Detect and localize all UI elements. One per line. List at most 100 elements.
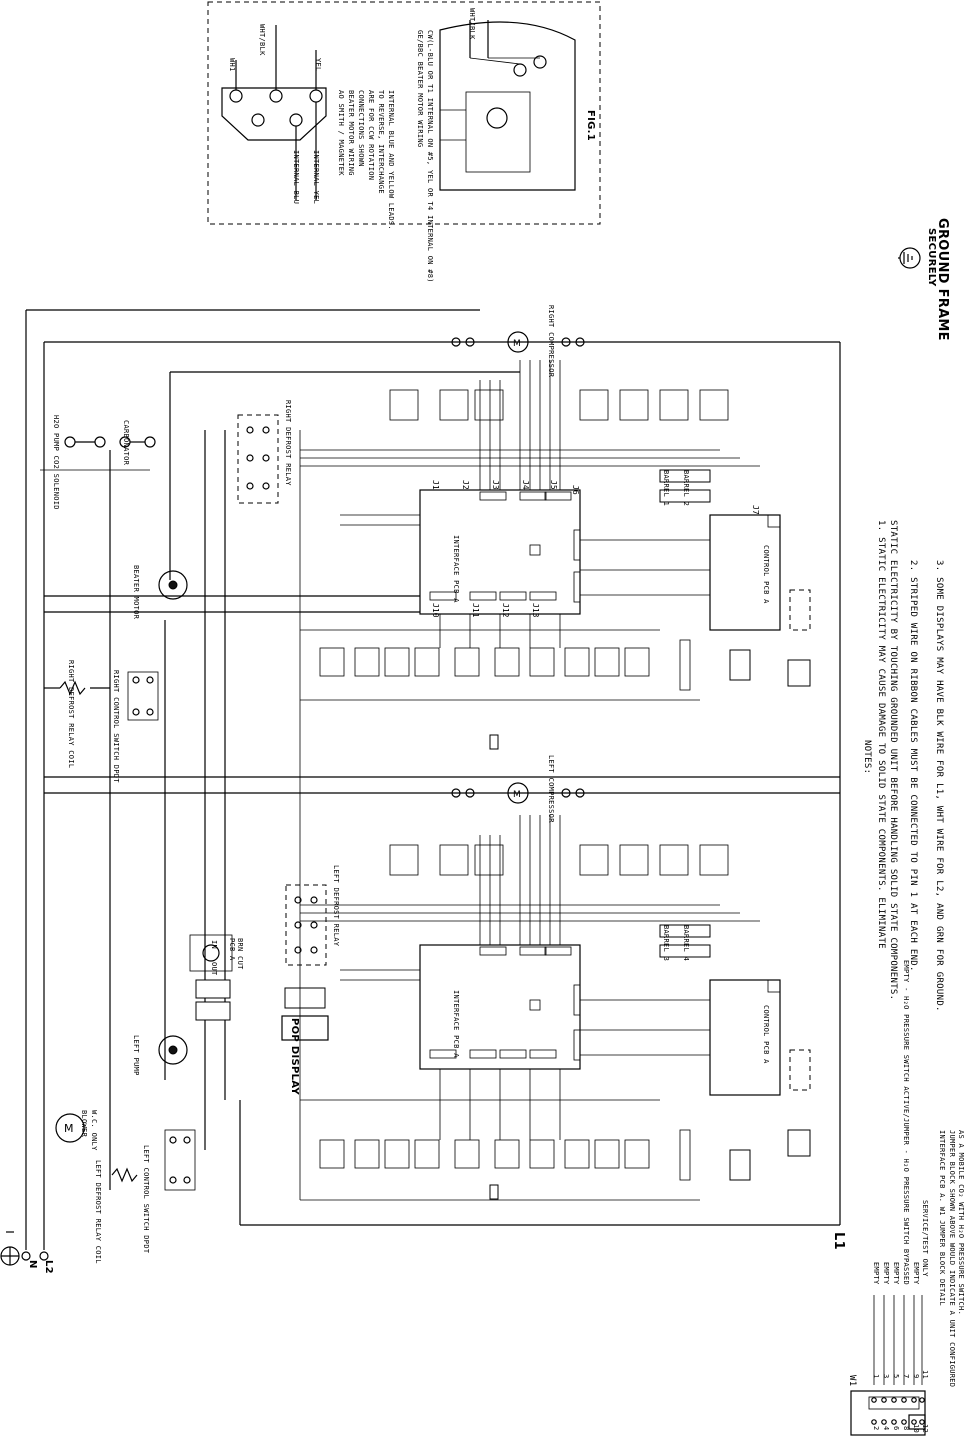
left-defrost-relay-coil [111, 1167, 138, 1183]
left-defrost-relay-label: LEFT DEFROST RELAY [332, 865, 340, 947]
jumper-fineprint-2: AS A MOBILE CO₂ WITH H₂O PRESSURE SWITCH… [957, 1130, 965, 1316]
n-label: N [27, 1260, 38, 1269]
left-pin-12: 12 [921, 1424, 929, 1434]
bin-cut-pcb [189, 934, 233, 972]
ground-frame-securely: SECURELY [926, 228, 937, 287]
left-pin-4: 4 [882, 1426, 890, 1431]
jumper-entry-3: EMPTY [882, 1262, 890, 1285]
note-3: 3. SOME DISPLAYS MAY HAVE BLK WIRE FOR L… [934, 560, 944, 1012]
right-control-switch [127, 671, 159, 721]
motor-note-4: ARE FOR CCW ROTATION [367, 90, 375, 181]
note-2: 2. STRIPED WIRE ON RIBBON CABLES MUST BE… [908, 560, 918, 972]
h2o-solenoid-label: H2O PUMP CO2 SOLENOID [52, 415, 60, 510]
terminal-5 [289, 113, 303, 127]
wht-blk-label-2: WHT/BLK [468, 8, 476, 40]
note-1-cont: STATIC ELECTRICITY BY TOUCHING GROUNDED … [888, 520, 898, 1001]
fig-1-label: FIG.1 [585, 110, 596, 142]
motor-note-6: INTERNAL BLUE AND YELLOW LEADS. [387, 90, 395, 230]
svg-text:M: M [513, 790, 521, 800]
ground-frame-symbol [899, 247, 921, 269]
control-pcb-a-bottom [709, 979, 781, 1096]
right-defrost-coil-label: RIGHT DEFROST RELAY COIL [67, 660, 75, 769]
right-defrost-relay-coil [59, 680, 86, 696]
motor-note-3: CONNECTIONS SHOWN [357, 90, 365, 167]
motor-note-5: TO REVERSE, INTERCHANGE [377, 90, 385, 194]
yel-label: YEL [314, 58, 322, 72]
connector-j12: J12 [501, 603, 510, 618]
note-1: 1. STATIC ELECTRICITY MAY CAUSE DAMAGE T… [876, 520, 886, 949]
out-label: OUT [210, 962, 218, 976]
blower-wc-label: W.C. ONLY [90, 1110, 98, 1151]
ge-motor-housing [439, 21, 576, 191]
ge-switch [486, 107, 508, 129]
notes-heading: NOTES: [862, 740, 872, 775]
connector-j10: J10 [431, 603, 440, 618]
w1-jumper-block [850, 1390, 926, 1436]
control-pcb-top-label: CONTROL PCB A [762, 545, 770, 604]
motor-note-2: BEATER MOTOR WIRING [347, 90, 355, 176]
right-defrost-relay-label: RIGHT DEFROST RELAY [284, 400, 292, 486]
left-compressor-motor [507, 782, 529, 804]
bin-cut-label: BRN CUT [236, 938, 244, 970]
connector-j6: J6 [571, 485, 580, 495]
pop-display-box [281, 1015, 329, 1041]
jumper-entry-9: EMPTY [912, 1262, 920, 1285]
jumper-fineprint-1: JUMPER BLOCK SHOWN ABOVE WOULD INDICATE … [948, 1130, 956, 1388]
interface-pcb-top-label: INTERFACE PCB A [452, 535, 460, 603]
left-pin-10: 10 [912, 1424, 920, 1434]
jumper-entry-5: EMPTY [892, 1262, 900, 1285]
control-pcb-bottom-label: CONTROL PCB A [762, 1005, 770, 1064]
l2-label: L2 [43, 1260, 54, 1274]
control-pcb-a-top [709, 514, 781, 631]
connector-j13: J13 [531, 603, 540, 618]
in-label: IN [210, 940, 218, 950]
connector-j3: J3 [491, 480, 500, 490]
barrel-3-label: BARREL 3 [662, 925, 670, 962]
l1-label: L1 [831, 1232, 846, 1250]
jumper-entry-7: EMPTY - H₂O PRESSURE SWITCH ACTIVE/JUMPE… [902, 960, 910, 1286]
ge-note-1: GE/BBC BEATER MOTOR WIRING [416, 30, 424, 148]
terminal-4 [269, 89, 283, 103]
terminal-1 [229, 89, 243, 103]
left-pin-8: 8 [902, 1426, 910, 1431]
jumper-entry-11: SERVICE/TEST ONLY [921, 1200, 929, 1277]
internal-blu-label: INTERNAL BLU [292, 150, 300, 205]
blower-label: BLOWER [80, 1110, 88, 1138]
ge-note-2: CW(L-BLU OR T1 INTERNAL ON #5, YEL OR T4… [426, 30, 434, 283]
connector-j11: J11 [471, 603, 480, 618]
motor-note-1: AO SMITH / MAGNETEK [337, 90, 345, 176]
ground-frame-label: GROUND FRAME [935, 218, 950, 341]
left-pin-2: 2 [872, 1426, 880, 1431]
svg-text:M: M [513, 339, 521, 349]
left-pump [158, 1035, 188, 1065]
inset-frame [207, 1, 601, 225]
barrel-4-label: BARREL 4 [682, 925, 690, 962]
right-beater-label: BEATER MOTOR [132, 565, 140, 620]
left-control-switch [164, 1129, 196, 1191]
right-beater-motor [158, 570, 188, 600]
w1-label: W1 [847, 1375, 857, 1387]
left-defrost-coil-label: LEFT DEFROST RELAY COIL [94, 1160, 102, 1264]
left-pump-label: LEFT PUMP [132, 1035, 140, 1076]
left-compressor-label: LEFT COMPRESSOR [547, 755, 555, 823]
right-pin-7: 7 [902, 1374, 910, 1379]
barrel-1-label: BARREL 1 [662, 470, 670, 507]
barrel-2-label: BARREL 2 [682, 470, 690, 507]
terminal-8 [309, 89, 323, 103]
pop-display-label: POP DISPLAY [289, 1018, 300, 1095]
wht-blk-label: WHT/BLK [258, 24, 266, 56]
right-compressor-motor [507, 331, 529, 353]
internal-yel-label: INTERNAL YEL [312, 150, 320, 205]
left-control-switch-label: LEFT CONTROL SWITCH DPDT [142, 1145, 150, 1254]
right-pin-9: 9 [912, 1374, 920, 1379]
svg-text:M: M [64, 1122, 74, 1135]
connector-j5: J5 [549, 480, 558, 490]
blower-motor [55, 1113, 85, 1143]
right-defrost-relay [237, 414, 279, 504]
pcb-a-label: PCB A [228, 938, 236, 961]
carbonator-label: CARBONATOR [122, 420, 130, 466]
connector-j1: J1 [431, 480, 440, 490]
terminal-3 [251, 113, 265, 127]
connector-j2: J2 [461, 480, 470, 490]
connector-j4: J4 [521, 480, 530, 490]
